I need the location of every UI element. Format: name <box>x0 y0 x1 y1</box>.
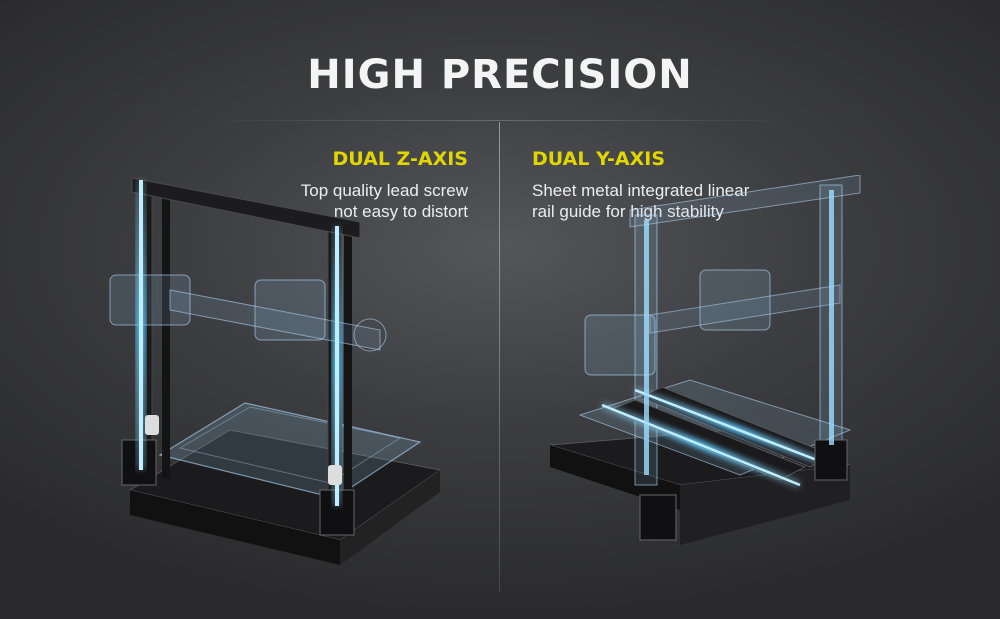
printer-z-axis-image <box>109 177 442 565</box>
printer-y-axis-image <box>549 175 861 545</box>
y-axis-title: DUAL Y-AXIS <box>532 148 665 170</box>
z-axis-description: Top quality lead screw not easy to disto… <box>301 180 468 222</box>
page-title: HIGH PRECISION <box>307 52 693 98</box>
top-rule <box>200 120 800 121</box>
y-axis-description: Sheet metal integrated linear rail guide… <box>532 180 749 222</box>
z-axis-desc-line-2: not easy to distort <box>333 202 468 221</box>
z-axis-title: DUAL Z-AXIS <box>332 148 468 170</box>
center-divider <box>499 122 500 592</box>
y-axis-desc-line-2: rail guide for high stability <box>532 202 724 221</box>
z-axis-desc-line-1: Top quality lead screw <box>300 181 468 200</box>
y-axis-desc-line-1: Sheet metal integrated linear <box>532 181 750 200</box>
